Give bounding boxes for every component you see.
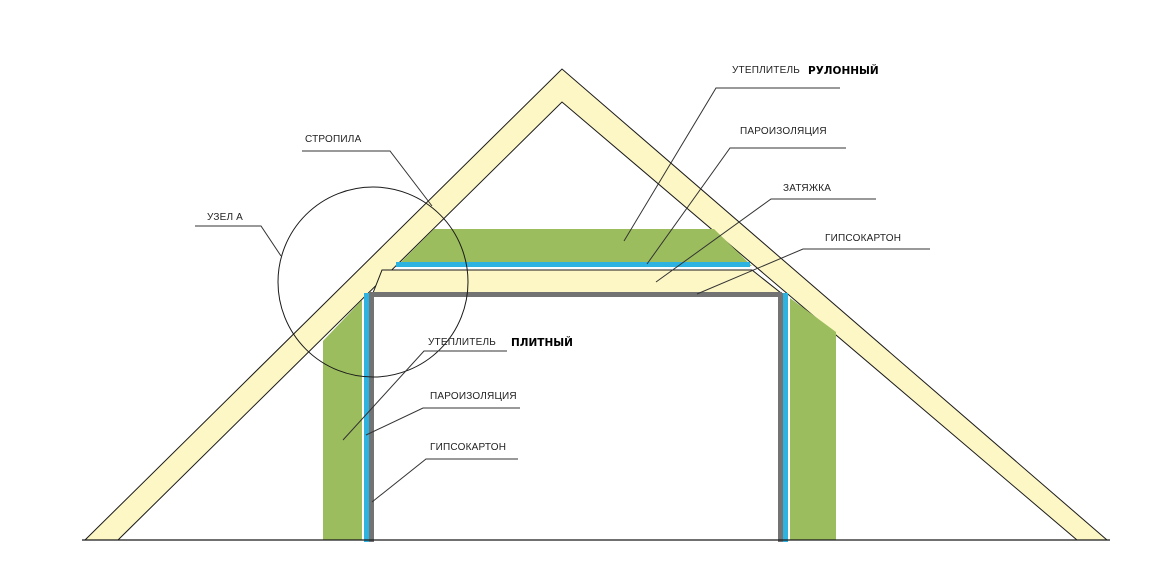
slab-insulation-left: [323, 300, 362, 540]
leader-vapor-top: [646, 147, 846, 265]
drywall-ceiling: [370, 292, 782, 297]
slab-insulation-right: [790, 298, 836, 540]
leader-vapor-wall: [365, 407, 520, 436]
label-tie-beam: ЗАТЯЖКА: [783, 183, 831, 194]
rafter-frame: [83, 68, 1109, 541]
label-insulation-roll-type: РУЛОННЫЙ: [808, 64, 879, 77]
vapor-barrier-wall-right: [783, 293, 788, 542]
label-rafters: СТРОПИЛА: [305, 134, 362, 145]
leader-drywall-top: [696, 248, 930, 295]
vapor-barrier-top: [396, 262, 750, 267]
leader-node-a: [195, 225, 282, 257]
label-vapor-barrier-wall: ПАРОИЗОЛЯЦИЯ: [430, 391, 517, 402]
label-drywall-top: ГИПСОКАРТОН: [825, 233, 901, 244]
label-insulation-roll: УТЕПЛИТЕЛЬ: [732, 65, 800, 76]
tie-beam: [372, 269, 783, 294]
label-vapor-barrier-top: ПАРОИЗОЛЯЦИЯ: [740, 126, 827, 137]
roll-insulation: [397, 229, 752, 266]
node-a-circle: [277, 186, 469, 378]
drywall-wall-right: [778, 293, 783, 542]
label-insulation-slab: УТЕПЛИТЕЛЬ: [428, 337, 496, 348]
drywall-wall-left: [369, 293, 374, 542]
vapor-barrier-wall-left: [364, 293, 369, 542]
label-insulation-slab-type: ПЛИТНЫЙ: [511, 336, 573, 349]
leader-drywall-wall: [371, 458, 518, 503]
label-node-a: УЗЕЛ А: [207, 212, 243, 223]
label-drywall-wall: ГИПСОКАРТОН: [430, 442, 506, 453]
leader-rafters: [302, 150, 433, 207]
leader-insulation-slab: [342, 350, 507, 441]
leader-insulation-roll: [623, 87, 840, 242]
leader-tie-beam: [655, 198, 876, 283]
